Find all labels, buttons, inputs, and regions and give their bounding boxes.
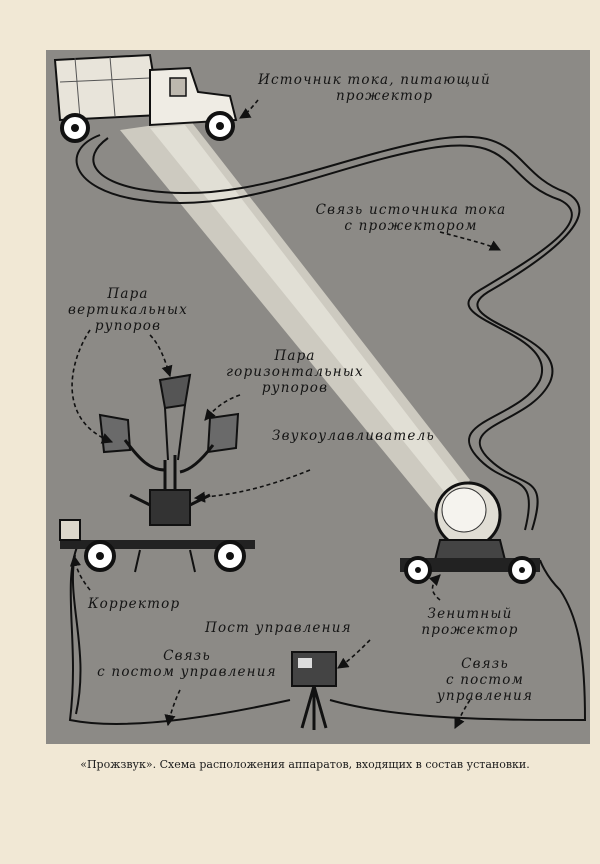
label-corrector: Корректор — [88, 596, 181, 612]
power-cable — [75, 134, 573, 531]
control-cable — [68, 539, 587, 725]
control-post — [291, 651, 337, 730]
label-searchlight: Зенитный прожектор — [421, 606, 519, 638]
searchlight-beam — [120, 120, 470, 520]
leader-arrows — [69, 99, 502, 730]
label-horizontal-horns: Пара горизонтальных рупоров — [226, 348, 364, 396]
figure-caption: «Прожзвук». Схема расположения аппаратов… — [80, 758, 530, 771]
searchlight-unit — [400, 481, 540, 584]
searchlight-beam-core — [150, 125, 465, 505]
label-sound-locator: Звукоулавливатель — [272, 428, 435, 444]
truck — [53, 53, 238, 143]
label-control-post: Пост управления — [205, 620, 352, 636]
label-link-right: Связь с постом управления — [436, 656, 534, 704]
power-cable-return — [92, 135, 581, 531]
corrector-cable — [71, 554, 82, 715]
label-vertical-horns: Пара вертикальных рупоров — [68, 286, 188, 334]
label-link-left: Связь с постом управления — [97, 648, 277, 680]
sound-locator — [59, 373, 255, 573]
illustration-plate — [46, 50, 590, 744]
label-power-source: Источник тока, питающий прожектор — [258, 72, 491, 104]
label-power-link: Связь источника тока с прожектором — [315, 202, 507, 234]
